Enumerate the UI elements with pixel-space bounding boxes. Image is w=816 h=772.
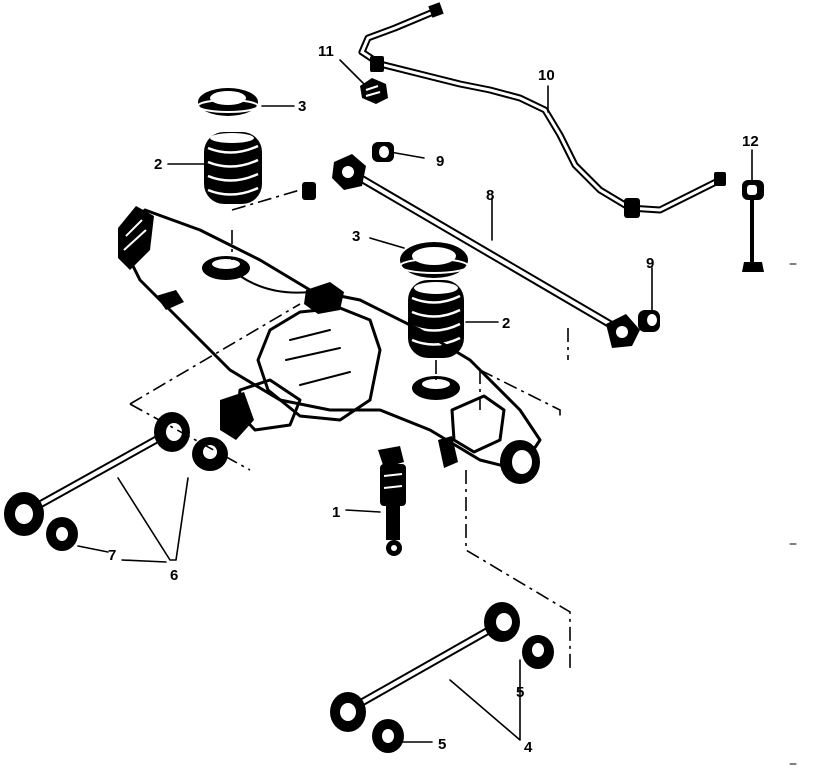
lateral-rod — [332, 154, 640, 348]
upper-control-arm — [4, 412, 190, 536]
lateral-rod-bushing-upper — [372, 142, 394, 162]
coil-spring-right — [408, 280, 464, 358]
callout-3-right: 3 — [352, 228, 360, 245]
lower-arm-bushing-front — [372, 719, 404, 753]
upper-arm-bushing-rear — [192, 437, 228, 471]
shock-absorber — [378, 446, 406, 556]
stabilizer-bar — [358, 2, 726, 218]
spring-seat-left — [197, 88, 259, 116]
callout-7: 7 — [108, 547, 116, 564]
callout-10: 10 — [538, 67, 555, 84]
callout-2-right: 2 — [502, 315, 510, 332]
leader-lines — [77, 59, 753, 743]
lower-arm-bushing-rear — [522, 635, 554, 669]
callout-6: 6 — [170, 567, 178, 584]
coil-spring-left — [204, 132, 262, 204]
bump-stop-left — [302, 182, 316, 200]
callout-labels: 1 2 2 3 3 4 5 5 6 7 8 9 9 10 11 12 — [108, 43, 759, 756]
callout-1: 1 — [332, 504, 340, 521]
callout-9-upper: 9 — [436, 153, 444, 170]
upper-arm-bushing-front — [46, 517, 78, 551]
lateral-rod-bushing-lower — [638, 310, 660, 332]
callout-2-left: 2 — [154, 156, 162, 173]
margin-ticks — [789, 263, 797, 765]
callout-8: 8 — [486, 187, 494, 204]
stabilizer-bushing-left — [360, 78, 388, 104]
spring-seat-right — [399, 242, 469, 278]
rear-axle-housing — [118, 206, 542, 484]
lower-control-arm — [330, 602, 520, 732]
callout-5-upper: 5 — [516, 684, 524, 701]
callout-3-left: 3 — [298, 98, 306, 115]
callout-9-lower: 9 — [646, 255, 654, 272]
callout-12: 12 — [742, 133, 759, 150]
callout-5-lower: 5 — [438, 736, 446, 753]
callout-4: 4 — [524, 739, 533, 756]
callout-11: 11 — [318, 43, 334, 60]
stabilizer-link — [742, 180, 764, 272]
alignment-lines — [129, 189, 571, 670]
